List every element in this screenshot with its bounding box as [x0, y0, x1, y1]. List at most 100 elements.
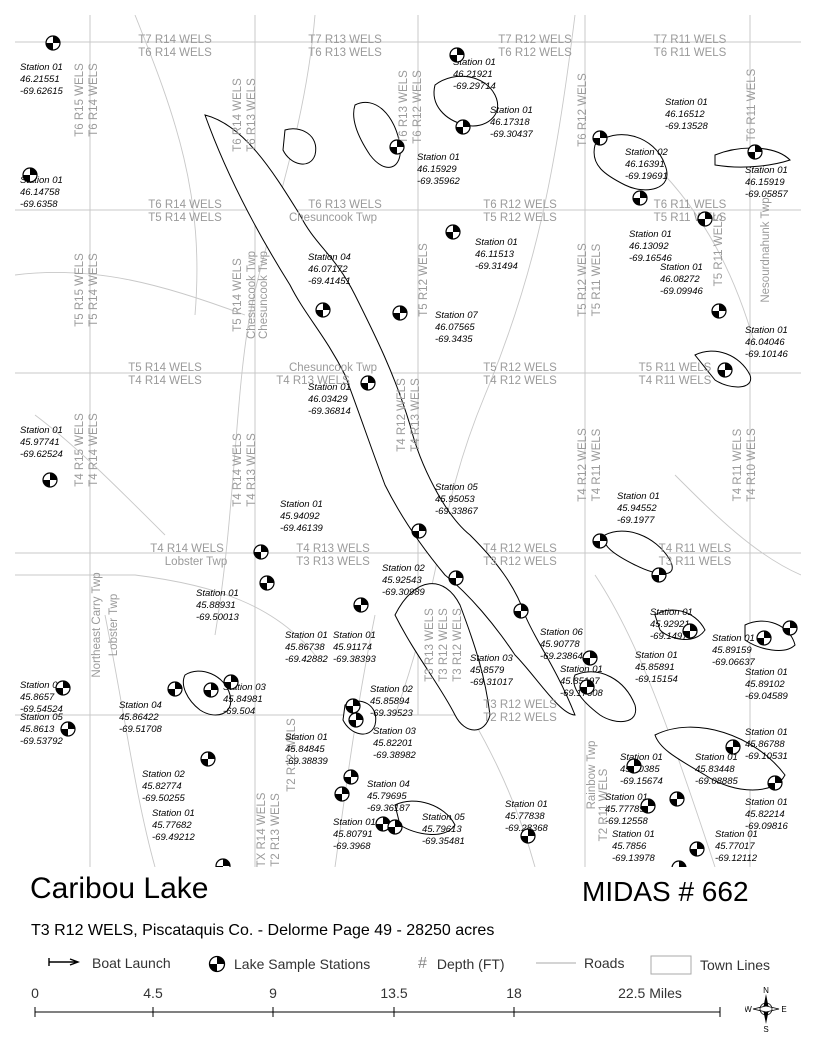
township-label-vertical: T6 R12 WELS [412, 70, 424, 144]
town-line-icon [650, 955, 692, 975]
township-label-vertical: T4 R13 WELS [410, 378, 422, 452]
township-label-vertical: T2 R11 WELS [598, 768, 610, 841]
station-markers-layer [22, 35, 798, 867]
township-label-vertical: T6 R14 WELS [88, 63, 100, 137]
township-label: T4 R14 WELS [128, 375, 202, 387]
township-label: T5 R14 WELS [148, 212, 222, 224]
sample-station-marker [353, 597, 369, 613]
scale-label: 18 [506, 985, 522, 1001]
compass-w: W [745, 1005, 752, 1014]
township-label-vertical: T3 R12 WELS [438, 608, 450, 682]
sample-station-marker [387, 819, 403, 835]
sample-station-marker [215, 858, 231, 867]
township-label-vertical: T2 R12 WELS [286, 718, 298, 792]
sample-station-marker [389, 139, 405, 155]
sample-station-marker [60, 721, 76, 737]
sample-station-marker [782, 620, 798, 636]
township-label: T6 R11 WELS [654, 47, 727, 59]
township-label-vertical: Rainbow Twp [586, 741, 598, 810]
sample-station-marker [756, 630, 772, 646]
township-label-vertical: TX R14 WELS [256, 792, 268, 867]
sample-station-marker [689, 841, 705, 857]
scale-line [34, 1007, 721, 1017]
township-label: T2 R12 WELS [483, 712, 557, 724]
township-label: T3 R13 WELS [296, 556, 370, 568]
township-label-vertical: Northeast Carry Twp [91, 572, 103, 677]
township-label-vertical: T4 R14 WELS [232, 433, 244, 507]
township-label-vertical: T6 R11 WELS [746, 68, 758, 141]
scale-label: 22.5 Miles [618, 985, 682, 1001]
legend: Boat Launch Lake Sample Stations # Depth… [40, 955, 800, 979]
lake-subtitle: T3 R12 WELS, Piscataquis Co. - Delorme P… [31, 922, 495, 939]
township-label-vertical: T4 R13 WELS [246, 433, 258, 507]
legend-sample-stations-label: Lake Sample Stations [234, 956, 371, 972]
township-label-vertical: Lobster Twp [108, 594, 120, 656]
sample-station-marker [632, 190, 648, 206]
sample-station-marker [711, 303, 727, 319]
township-label: T6 R11 WELS [654, 199, 727, 211]
lakes-layer [182, 75, 796, 835]
township-label-vertical: T5 R14 WELS [232, 258, 244, 332]
township-label: T7 R12 WELS [498, 34, 572, 46]
sample-station-marker [449, 47, 465, 63]
sample-station-marker [223, 674, 239, 690]
sample-station-marker [520, 828, 536, 844]
boat-launch-icon [48, 958, 80, 966]
township-label-vertical: T4 R11 WELS [732, 428, 744, 501]
legend-town-lines: Town Lines [650, 955, 770, 975]
sample-station-marker [375, 816, 391, 832]
township-label-vertical: T6 R14 WELS [232, 78, 244, 152]
township-label: T5 R12 WELS [483, 212, 557, 224]
sample-station-marker [717, 362, 733, 378]
township-label-vertical: T4 R12 WELS [577, 428, 589, 502]
township-label-vertical: T3 R12 WELS [452, 608, 464, 682]
township-label-vertical: T3 R13 WELS [424, 608, 436, 682]
sample-station-marker [455, 119, 471, 135]
compass-e: E [781, 1005, 786, 1014]
sample-station-marker [767, 775, 783, 791]
township-label-vertical: T6 R15 WELS [74, 63, 86, 137]
compass-n: N [763, 986, 769, 995]
sample-station-marker [167, 681, 183, 697]
compass-s: S [763, 1025, 768, 1033]
roads-layer [15, 15, 801, 867]
township-label: T3 R12 WELS [483, 699, 557, 711]
township-label: T4 R12 WELS [483, 543, 557, 555]
township-label: T3 R11 WELS [659, 556, 732, 568]
township-label: T5 R14 WELS [128, 362, 202, 374]
township-label-vertical: T4 R11 WELS [591, 428, 603, 501]
township-label-vertical: T4 R14 WELS [88, 413, 100, 487]
sample-station-marker [348, 712, 364, 728]
sample-station-marker [448, 570, 464, 586]
sample-station-marker [579, 679, 595, 695]
township-label: T4 R11 WELS [639, 375, 712, 387]
sample-station-marker [697, 211, 713, 227]
legend-depth: # Depth (FT) [418, 955, 505, 973]
